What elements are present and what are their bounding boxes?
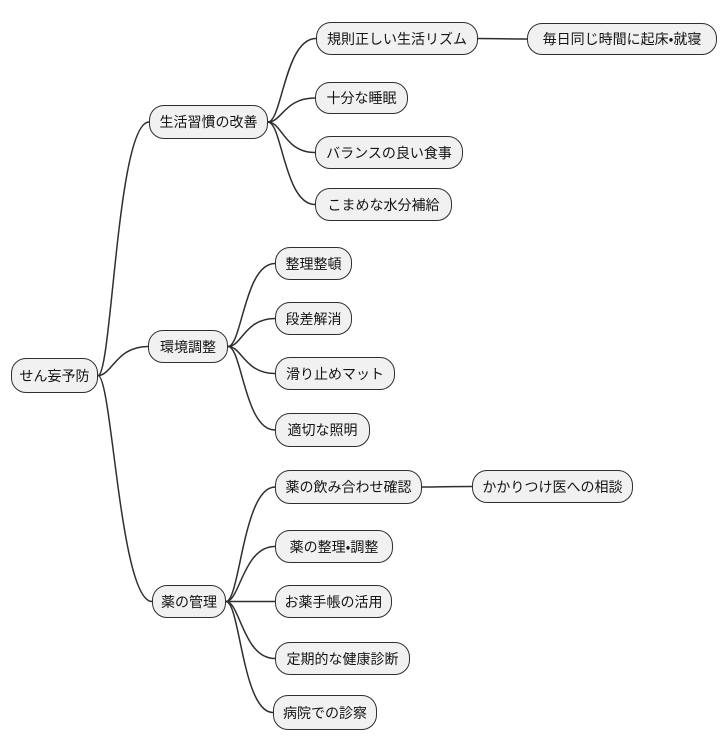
node-regular-health-checkup: 定期的な健康診断 (275, 642, 410, 675)
node-non-slip-mat: 滑り止めマット (275, 357, 395, 390)
mindmap-edge (227, 317, 276, 348)
mindmap-edge (97, 345, 149, 377)
mindmap-edge (421, 485, 473, 488)
node-family-doctor-consultation: かかりつけ医への相談 (472, 470, 633, 503)
node-balanced-diet: バランスの良い食事 (315, 136, 463, 169)
node-medication-sorting-adjustment: 薬の整理・調整 (275, 530, 393, 563)
mindmap-edge (267, 97, 316, 123)
mindmap-edge (225, 486, 276, 603)
node-frequent-hydration: こまめな水分補給 (315, 188, 452, 221)
node-medicine-notebook-use: お薬手帳の活用 (275, 585, 392, 618)
node-hospital-examination: 病院での診察 (273, 695, 377, 730)
node-drug-interaction-check: 薬の飲み合わせ確認 (275, 470, 422, 504)
mindmap-edge (267, 37, 317, 123)
mindmap-edge (97, 121, 150, 377)
node-tidiness: 整理整頓 (275, 247, 352, 280)
mindmap-edge (225, 545, 276, 603)
node-medication-management: 薬の管理 (152, 585, 226, 618)
node-step-removal: 段差解消 (275, 302, 352, 335)
mindmap-edge (227, 345, 276, 431)
mindmap-edge (267, 121, 316, 154)
mindmap-edge (227, 345, 276, 375)
node-delirium-prevention: せん妄予防 (11, 358, 98, 393)
node-proper-lighting: 適切な照明 (275, 413, 370, 447)
node-sufficient-sleep: 十分な睡眠 (315, 82, 408, 114)
node-lifestyle-improvement: 生活習慣の改善 (149, 105, 268, 139)
mindmap-edge (477, 37, 528, 40)
node-environment-adjustment: 環境調整 (148, 330, 228, 363)
node-same-wake-sleep-time: 毎日同じ時間に起床・就寝 (527, 23, 717, 55)
mindmap-edge (97, 374, 153, 603)
mindmap-edge (225, 600, 274, 714)
mindmap-edge (227, 262, 276, 348)
node-regular-daily-rhythm: 規則正しい生活リズム (316, 22, 478, 55)
mindmap-edge (267, 121, 316, 206)
mindmap-edge (225, 600, 276, 660)
